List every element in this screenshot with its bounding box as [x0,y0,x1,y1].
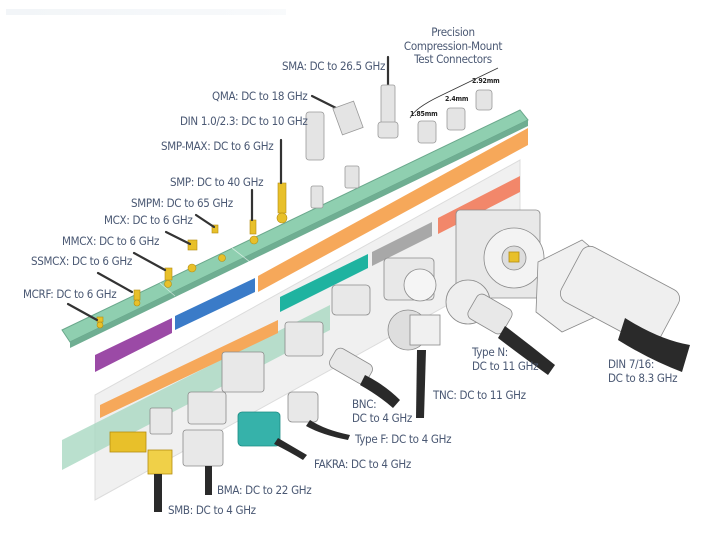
label-smpm: SMPM: DC to 65 GHz [131,196,233,210]
silver-connectors [305,84,493,209]
label-qma: QMA: DC to 18 GHz [212,89,308,103]
title-line-3: Test Connectors [414,52,492,66]
cables [66,55,390,322]
faint-header-text [6,9,286,15]
upper-board-edge [70,120,528,348]
label-mmcx: MMCX: DC to 6 GHz [62,234,160,248]
large-connectors [109,209,690,512]
label-smp-max: SMP-MAX: DC to 6 GHz [161,139,274,153]
band-blue [175,278,255,330]
label-tnc: TNC: DC to 11 GHz [433,388,526,402]
label-din-7-16: DIN 7/16: DC to 8.3 GHz [608,357,678,385]
label-fakra: FAKRA: DC to 4 GHz [314,457,411,471]
label-bnc: BNC: DC to 4 GHz [352,397,412,425]
label-mcx: MCX: DC to 6 GHz [104,213,193,227]
title-line-2: Compression-Mount [403,38,503,53]
title-line-1: Precision [431,25,475,39]
type-n-line-1: Type N: [472,345,508,359]
band-purple [95,318,172,372]
label-mcrf: MCRF: DC to 6 GHz [23,287,117,301]
label-din-1-0-2-3: DIN 1.0/2.3: DC to 10 GHz [180,114,308,128]
precision-title: Precision Compression-Mount Test Connect… [388,25,518,67]
size-label-2-92mm: 2.92mm [472,77,500,85]
band-orange-top [258,128,528,292]
size-label-2-4mm: 2.4mm [445,95,469,103]
label-bma: BMA: DC to 22 GHz [217,483,312,497]
bnc-line-1: BNC: [352,397,377,411]
label-sma: SMA: DC to 26.5 GHz [282,59,386,73]
label-type-n: Type N: DC to 11 GHz [472,345,539,373]
gold-connectors [96,182,288,329]
size-label-1-85mm: 1.85mm [410,110,438,118]
label-smp: SMP: DC to 40 GHz [170,175,264,189]
label-ssmcx: SSMCX: DC to 6 GHz [31,254,132,268]
band-gray [372,222,432,266]
band-teal [280,254,368,312]
label-type-f: Type F: DC to 4 GHz [355,432,452,446]
band-orange-lower [100,320,278,418]
din-7-16-line-1: DIN 7/16: [608,357,655,371]
din-7-16-line-2: DC to 8.3 GHz [608,371,678,385]
bnc-line-2: DC to 4 GHz [352,411,412,425]
label-smb: SMB: DC to 4 GHz [168,503,256,517]
lower-board [62,305,330,470]
type-n-line-2: DC to 11 GHz [472,359,539,373]
